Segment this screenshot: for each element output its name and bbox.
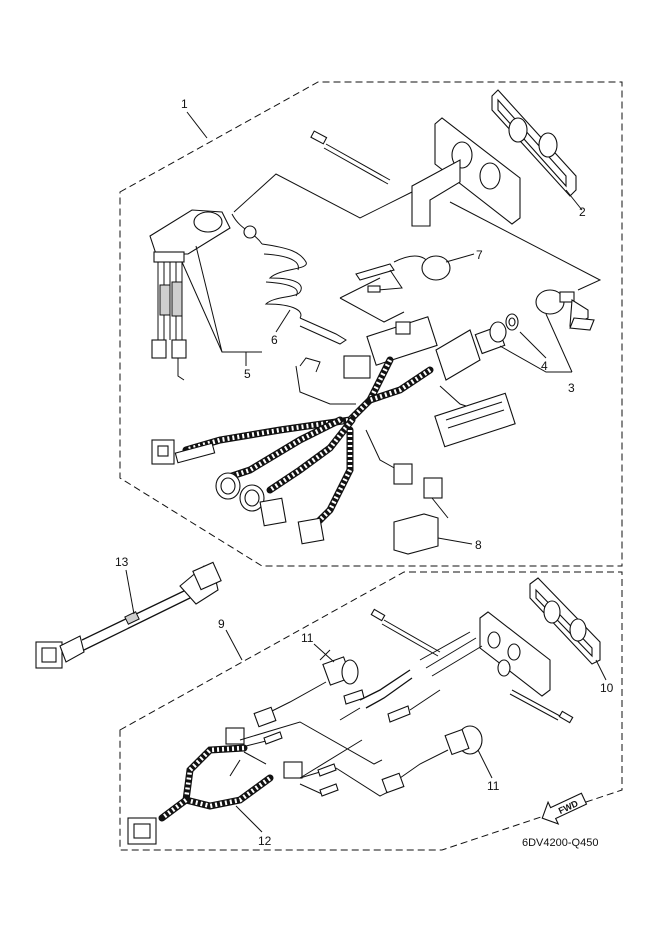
lower-mounting-plate (419, 611, 551, 697)
switch-body (435, 321, 507, 381)
main-wire-harness (151, 316, 516, 545)
leader-1 (186, 111, 208, 139)
callout-11-lower: 11 (487, 779, 500, 793)
reference-line-right (449, 201, 602, 291)
switch-assembly-part-5 (149, 209, 231, 381)
reference-line-mid (339, 277, 405, 323)
reference-line-lower (239, 721, 389, 797)
cable-tie-lower-1 (370, 608, 441, 657)
callout-5: 5 (244, 367, 251, 381)
lower-wire-harness (127, 649, 441, 845)
switch-part-11-lower (381, 725, 483, 794)
leader-3-4 (499, 313, 573, 373)
group-1-boundary (119, 81, 623, 567)
leader-11-lower (477, 749, 493, 779)
extension-harness-part-13 (35, 561, 222, 669)
relay-part-8 (393, 477, 449, 555)
callout-8: 8 (475, 538, 482, 552)
leader-2 (565, 189, 583, 211)
leader-11-upper (313, 643, 335, 663)
leader-13 (125, 569, 135, 615)
leader-5 (181, 245, 262, 353)
callout-7: 7 (476, 248, 483, 262)
leader-8 (437, 537, 473, 545)
cable-tie-lower-2 (509, 689, 574, 724)
leader-10 (595, 659, 607, 681)
callout-3: 3 (568, 381, 575, 395)
callout-4: 4 (541, 359, 548, 373)
leader-7 (445, 253, 475, 263)
fwd-arrow-icon: FWD (541, 792, 588, 825)
leader-6 (275, 309, 291, 333)
grommet-plate-part-10 (529, 577, 601, 665)
callout-13: 13 (115, 555, 129, 569)
buzzer-part-7 (355, 255, 451, 293)
callout-9: 9 (218, 617, 225, 631)
callout-1: 1 (181, 97, 188, 111)
washer-part-4 (505, 313, 519, 331)
drawing-code: 6DV4200-Q450 (522, 837, 598, 849)
callout-2: 2 (579, 205, 586, 219)
callout-6: 6 (271, 333, 278, 347)
cable-tie-top (310, 130, 391, 185)
callout-10: 10 (600, 681, 614, 695)
key-switch-part-3 (535, 289, 595, 331)
mounting-plate (411, 117, 521, 227)
callout-12: 12 (258, 834, 272, 848)
grommet-plate-part-2 (491, 89, 577, 197)
lanyard-cord-part-6 (231, 213, 347, 345)
reference-line-upper (233, 173, 413, 219)
switch-part-11-upper (253, 656, 359, 728)
leader-9 (225, 629, 243, 661)
callout-11-upper: 11 (301, 631, 314, 645)
leader-12 (235, 805, 263, 833)
group-9-boundary (119, 571, 623, 851)
